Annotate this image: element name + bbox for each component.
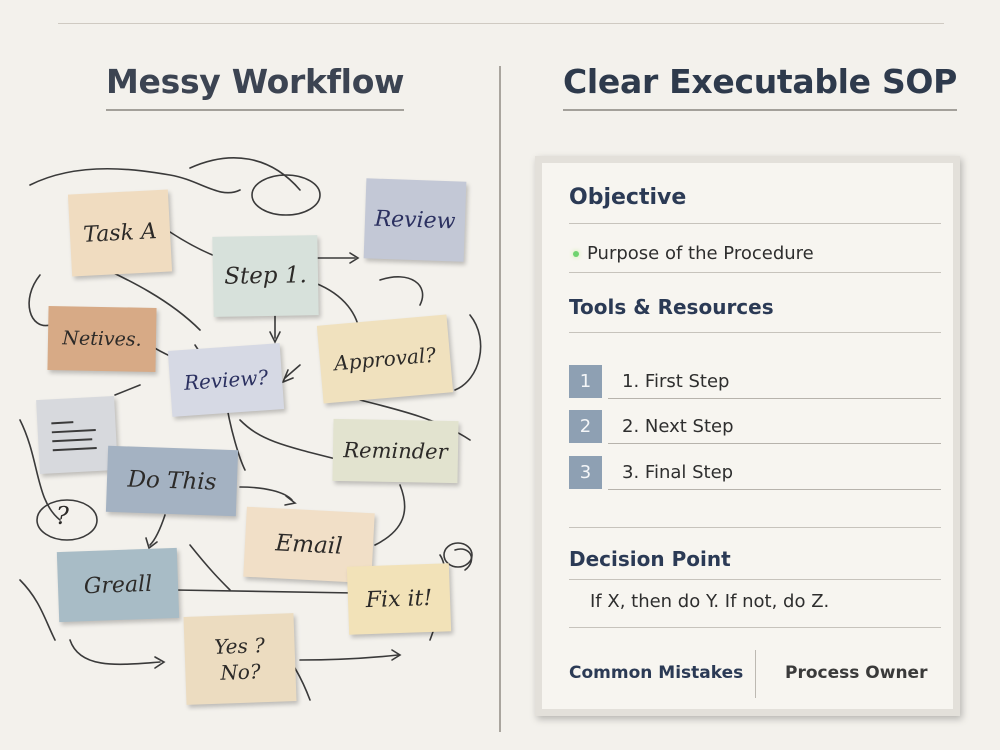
note-lined: [36, 396, 118, 474]
process-owner-label: Process Owner: [785, 663, 928, 683]
messy-workflow-title: Messy Workflow: [106, 62, 405, 111]
bullet-icon: [573, 250, 579, 257]
objective-rule: [569, 223, 941, 224]
step-number-badge: 1: [569, 365, 602, 398]
objective-item-label: Purpose of the Procedure: [587, 243, 814, 264]
question-mark: ?: [56, 502, 69, 530]
steps-bottom-rule: [569, 527, 941, 528]
note-approval: Approval?: [316, 314, 454, 404]
step-number-badge: 3: [569, 456, 602, 489]
step-label: 1. First Step: [608, 365, 941, 399]
tools-rule: [569, 332, 941, 333]
step-1: 1 1. First Step: [569, 365, 941, 399]
footer-divider: [755, 650, 756, 698]
top-rule: [58, 23, 944, 24]
objective-title: Objective: [569, 185, 687, 210]
objective-item: Purpose of the Procedure: [573, 243, 814, 264]
center-divider: [499, 66, 501, 732]
step-number-badge: 2: [569, 410, 602, 443]
note-step-1: Step 1.: [212, 235, 319, 317]
sop-title: Clear Executable SOP: [563, 62, 957, 111]
decision-bottom-rule: [569, 627, 941, 628]
objective-bottom-rule: [569, 272, 941, 273]
decision-title: Decision Point: [569, 547, 731, 571]
note-do-this: Do This: [105, 445, 239, 517]
note-review-question: Review?: [167, 343, 285, 417]
note-yes-no: Yes ? No?: [183, 613, 297, 705]
step-label: 2. Next Step: [608, 410, 941, 444]
common-mistakes-label: Common Mistakes: [569, 663, 744, 683]
sop-card: Objective Purpose of the Procedure Tools…: [535, 156, 960, 716]
note-review: Review: [363, 178, 467, 262]
note-task-a: Task A: [67, 189, 173, 277]
tools-title: Tools & Resources: [569, 295, 774, 319]
decision-rule: [569, 579, 941, 580]
note-netives: Netives.: [47, 306, 157, 372]
note-reminder: Reminder: [332, 418, 459, 484]
step-3: 3 3. Final Step: [569, 456, 941, 490]
step-label: 3. Final Step: [608, 456, 941, 490]
note-fix-it: Fix it!: [346, 563, 452, 635]
note-greall: Greall: [56, 547, 180, 623]
decision-text: If X, then do Y. If not, do Z.: [590, 591, 830, 612]
step-2: 2 2. Next Step: [569, 410, 941, 444]
